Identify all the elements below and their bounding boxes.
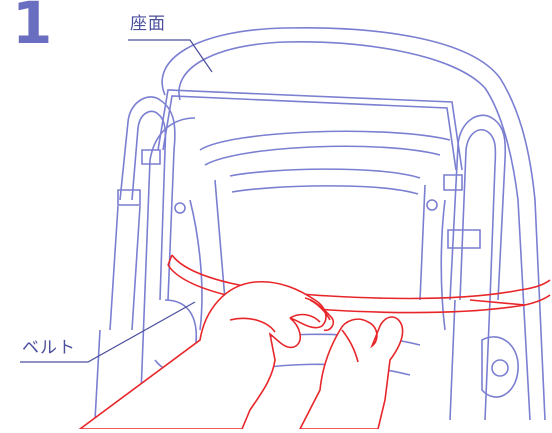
seat-label: 座面: [130, 16, 166, 33]
step-number: 1: [12, 0, 52, 52]
leader-lines: [20, 40, 212, 362]
hands: [80, 282, 403, 429]
seat-leader-line: [128, 40, 212, 72]
belt-label: ベルト: [22, 340, 76, 357]
